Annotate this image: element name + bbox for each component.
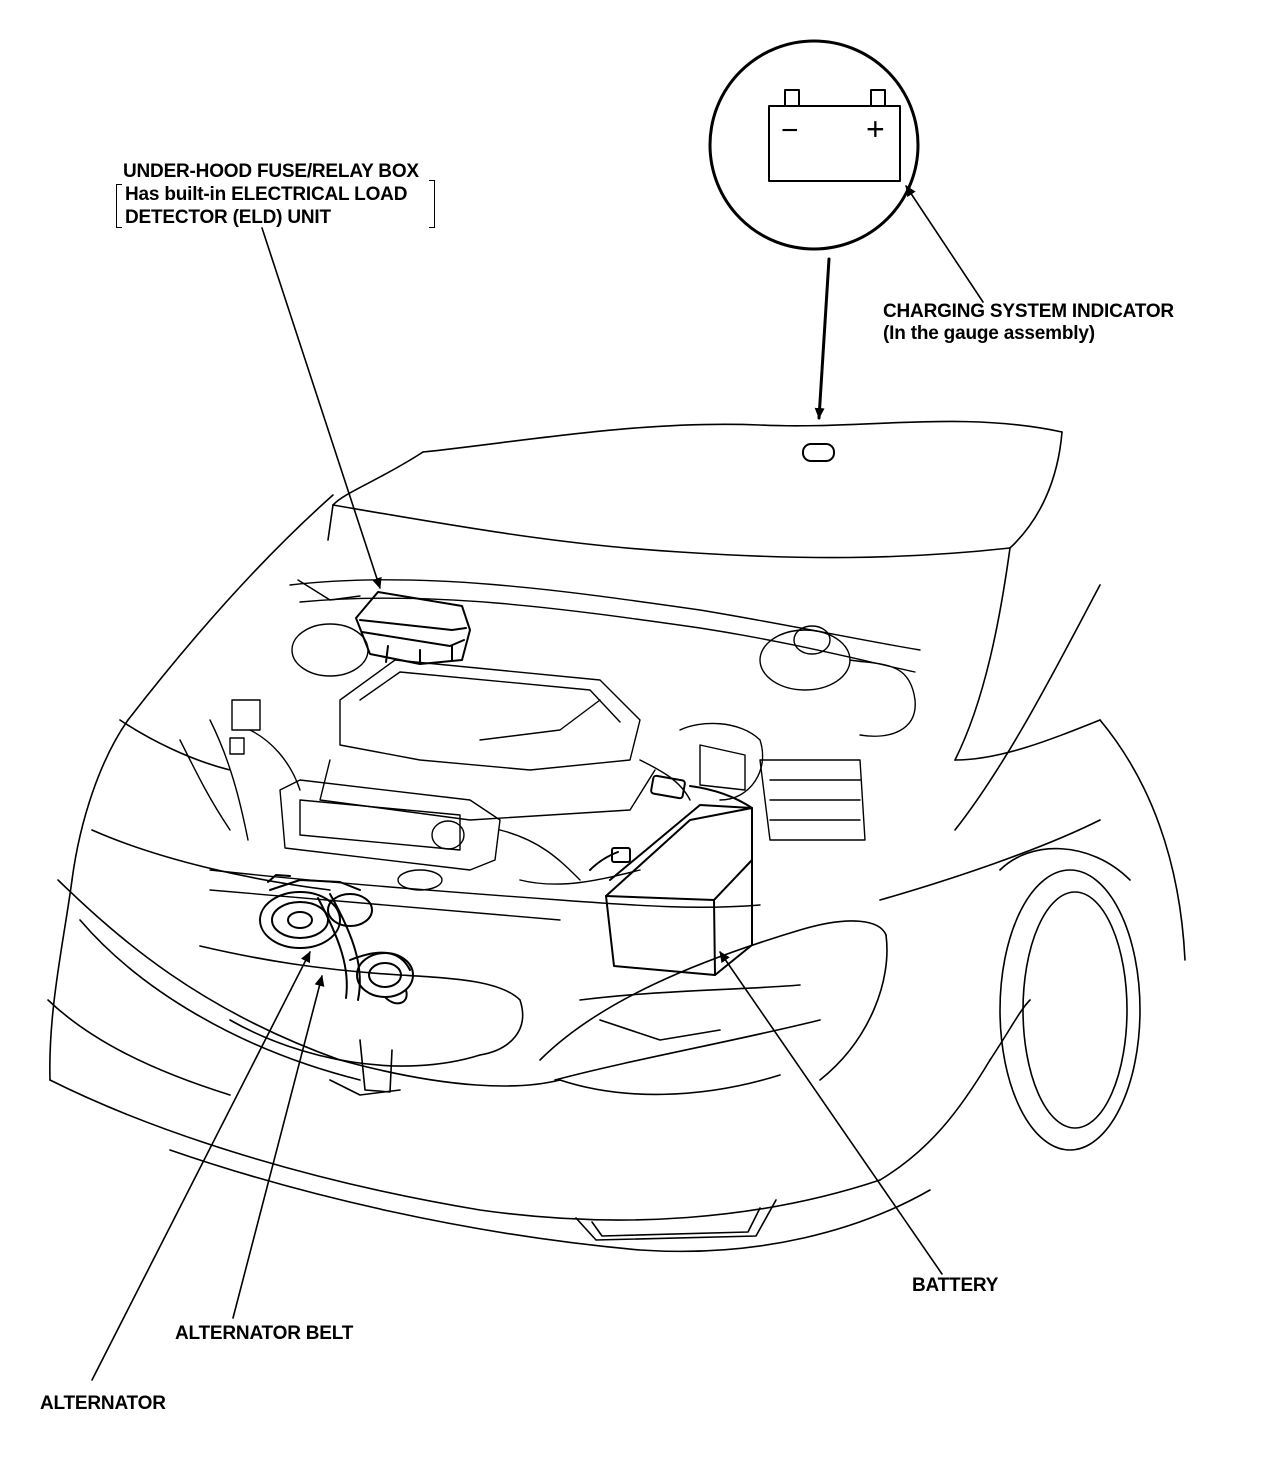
- battery-label: BATTERY: [912, 1275, 999, 1296]
- alternator-belt-label: ALTERNATOR BELT: [175, 1323, 354, 1344]
- car-body-outline: [47, 420, 1186, 1253]
- callout-leaders: [91, 185, 984, 1381]
- battery-negative-symbol: −: [781, 114, 799, 147]
- alternator-assembly: [259, 874, 414, 1005]
- fuse-box-label-line2: Has built-in ELECTRICAL LOAD: [125, 184, 408, 205]
- battery-positive-symbol: +: [866, 111, 885, 147]
- dash-indicator-lamp: [802, 443, 835, 462]
- fuse-box-bracket-left: [116, 184, 122, 228]
- indicator-label: CHARGING SYSTEM INDICATOR (In the gauge …: [883, 300, 1174, 346]
- fuse-box-bracket-right: [428, 180, 435, 228]
- indicator-label-line1: CHARGING SYSTEM INDICATOR: [883, 301, 1174, 322]
- indicator-magnifier: [708, 39, 920, 420]
- fuse-relay-box: [355, 591, 471, 665]
- battery-unit: [589, 774, 753, 976]
- alternator-label: ALTERNATOR: [40, 1393, 166, 1414]
- fuse-box-label: UNDER-HOOD FUSE/RELAY BOX Has built-in E…: [116, 160, 435, 229]
- fuse-box-label-line3: DETECTOR (ELD) UNIT: [125, 207, 331, 228]
- fuse-box-label-line1: UNDER-HOOD FUSE/RELAY BOX: [123, 161, 419, 182]
- indicator-label-line2: (In the gauge assembly): [883, 323, 1095, 344]
- engine-compartment: [179, 579, 921, 921]
